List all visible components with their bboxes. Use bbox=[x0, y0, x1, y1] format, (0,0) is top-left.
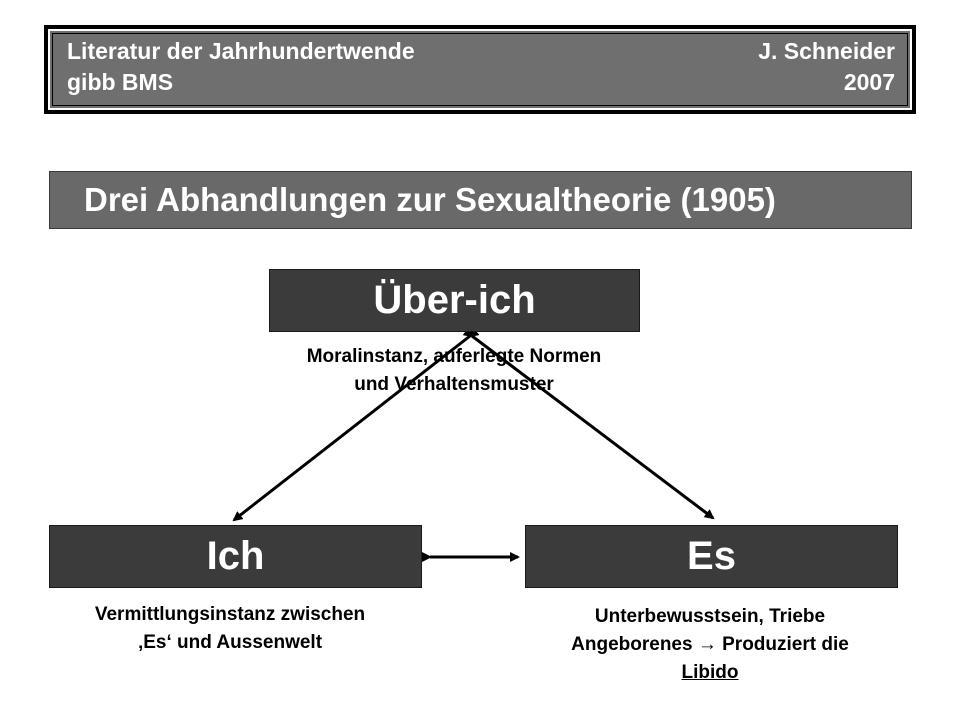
node-ich-label: Ich bbox=[206, 534, 265, 578]
node-ueberich-label: Über-ich bbox=[373, 278, 536, 322]
libido-term: Libido bbox=[681, 662, 739, 683]
node-ich-description: Vermittlungsinstanz zwischen ‚Es‘ und Au… bbox=[30, 601, 430, 657]
header-panel: Literatur der Jahrhundertwende gibb BMS … bbox=[52, 33, 908, 106]
header-frame: Literatur der Jahrhundertwende gibb BMS … bbox=[48, 29, 912, 110]
node-ich: Ich bbox=[49, 525, 422, 588]
ueberich-desc-line-2: und Verhaltensmuster bbox=[354, 374, 554, 395]
title-bar: Drei Abhandlungen zur Sexualtheorie (190… bbox=[49, 171, 912, 229]
es-desc-line-2: Angeborenes → Produziert die bbox=[510, 631, 910, 659]
header-school: gibb BMS bbox=[67, 69, 174, 95]
ich-desc-line-2: ‚Es‘ und Aussenwelt bbox=[137, 632, 323, 653]
es-desc-line-1: Unterbewusstsein, Triebe bbox=[594, 606, 826, 627]
node-es-label: Es bbox=[687, 534, 736, 578]
header-banner: Literatur der Jahrhundertwende gibb BMS … bbox=[44, 25, 916, 114]
slide-title: Drei Abhandlungen zur Sexualtheorie (190… bbox=[84, 181, 776, 218]
es-desc-suffix: Produziert die bbox=[716, 634, 849, 655]
right-arrow-icon: → bbox=[697, 634, 717, 655]
header-year: 2007 bbox=[843, 69, 895, 95]
header-author: J. Schneider bbox=[758, 38, 895, 64]
ueberich-desc-line-1: Moralinstanz, auferlegte Normen bbox=[306, 346, 602, 367]
node-es: Es bbox=[525, 525, 898, 588]
es-desc-line-3: Libido bbox=[510, 659, 910, 687]
node-ueberich-description: Moralinstanz, auferlegte Normen und Verh… bbox=[234, 343, 674, 399]
es-desc-prefix: Angeborenes bbox=[571, 634, 698, 655]
node-es-description: Unterbewusstsein, Triebe Angeborenes → P… bbox=[510, 603, 910, 687]
header-course-title: Literatur der Jahrhundertwende bbox=[67, 38, 415, 64]
node-ueberich: Über-ich bbox=[269, 269, 640, 332]
ich-desc-line-1: Vermittlungsinstanz zwischen bbox=[94, 604, 366, 625]
